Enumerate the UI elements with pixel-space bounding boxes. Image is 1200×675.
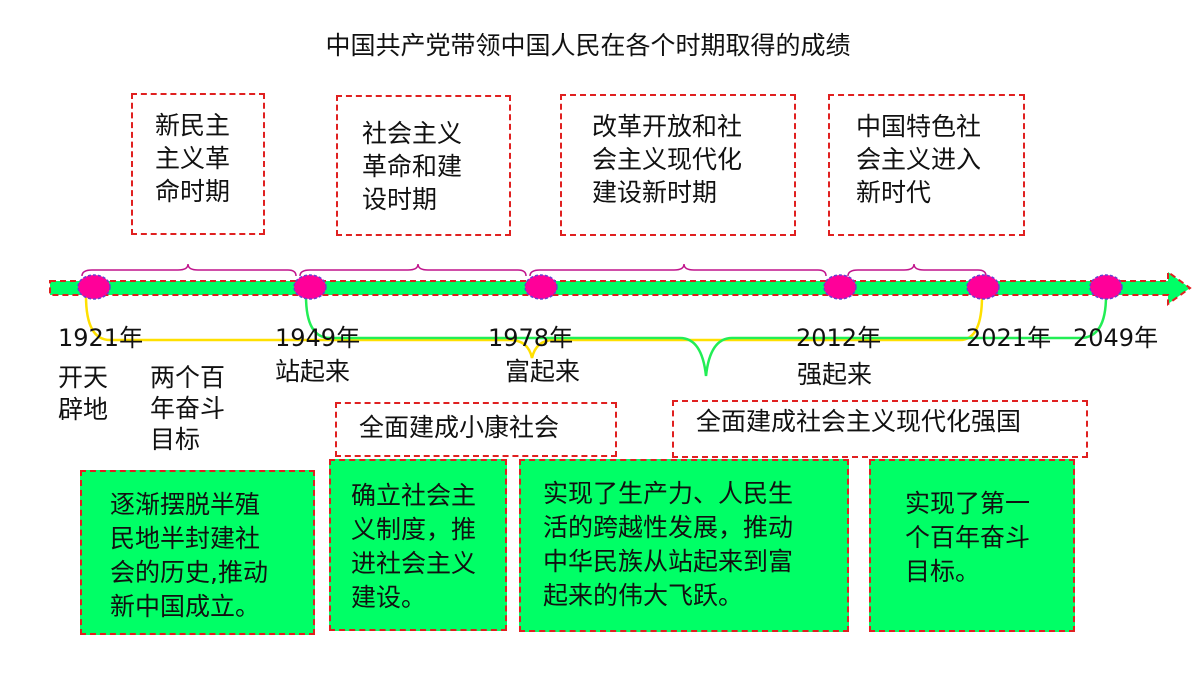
year-label-2012: 2012年 — [796, 324, 882, 352]
period-box-reform-opening: 改革开放和社 会主义现代化 建设新时期 — [560, 94, 796, 236]
period-line: 会主义现代化 — [592, 145, 743, 174]
achievement-line: 义制度，推 — [351, 515, 477, 544]
period-line: 会主义进入 — [856, 145, 982, 174]
year-label-1978: 1978年 — [488, 324, 574, 352]
achievement-line: 起来的伟大飞跃。 — [543, 581, 744, 610]
slogan-kaitian: 开天 辟地 — [58, 362, 108, 426]
achievement-box-1: 逐渐摆脱半殖 民地半封建社 会的历史,推动 新中国成立。 — [80, 470, 315, 635]
period-line: 建设新时期 — [592, 178, 718, 207]
node-2012 — [823, 274, 857, 300]
slogan-qiangqilai: 强起来 — [797, 360, 873, 389]
achievement-line: 民地半封建社 — [110, 524, 261, 553]
milestone-xiaokang: 全面建成小康社会 — [335, 402, 617, 457]
year-label-1921: 1921年 — [58, 324, 144, 352]
achievement-box-3: 实现了生产力、人民生 活的跨越性发展，推动 中华民族从站起来到富 起来的伟大飞跃… — [519, 459, 849, 632]
timeline-arrow — [49, 270, 1192, 306]
achievement-line: 建设。 — [351, 583, 427, 612]
goal-line: 年奋斗 — [150, 394, 226, 423]
node-1978 — [524, 274, 558, 300]
period-box-new-era: 中国特色社 会主义进入 新时代 — [828, 94, 1025, 236]
slogan-fuqilai: 富起来 — [505, 357, 581, 386]
year-label-2049: 2049年 — [1073, 324, 1159, 352]
achievement-line: 确立社会主 — [351, 481, 477, 510]
two-centenary-goals-label: 两个百 年奋斗 目标 — [150, 362, 225, 455]
period-line: 命时期 — [155, 177, 231, 206]
achievement-line: 会的历史,推动 — [110, 558, 268, 587]
year-label-2021: 2021年 — [966, 324, 1052, 352]
period-bracket — [529, 263, 827, 277]
node-1949 — [293, 274, 327, 300]
period-line: 社会主义 — [362, 119, 463, 148]
achievement-line: 实现了第一 — [905, 489, 1031, 518]
achievement-line: 实现了生产力、人民生 — [543, 479, 794, 508]
period-line: 新时代 — [856, 178, 932, 207]
period-bracket — [847, 263, 987, 277]
period-line: 主义革 — [155, 144, 231, 173]
year-label-1949: 1949年 — [275, 324, 361, 352]
slogan-line: 辟地 — [58, 395, 109, 424]
achievement-line: 新中国成立。 — [110, 592, 261, 621]
achievement-box-4: 实现了第一 个百年奋斗 目标。 — [869, 459, 1075, 632]
page-title: 中国共产党带领中国人民在各个时期取得的成绩 — [325, 31, 851, 60]
period-line: 改革开放和社 — [592, 112, 743, 141]
achievement-line: 活的跨越性发展，推动 — [543, 513, 794, 542]
milestone-qiangguo: 全面建成社会主义现代化强国 — [672, 400, 1088, 458]
goal-line: 目标 — [150, 425, 201, 454]
achievement-line: 中华民族从站起来到富 — [543, 547, 794, 576]
achievement-line: 目标。 — [905, 557, 981, 586]
period-bracket — [299, 263, 527, 277]
node-2049 — [1089, 274, 1123, 300]
node-2021 — [966, 274, 1000, 300]
goal-line: 两个百 — [150, 363, 226, 392]
node-1921 — [77, 274, 111, 300]
slogan-line: 开天 — [58, 363, 109, 392]
slogan-zhanqilai: 站起来 — [275, 357, 351, 386]
qiangguo-brace — [304, 295, 1108, 377]
period-box-new-democracy: 新民主 主义革 命时期 — [131, 93, 265, 235]
achievement-box-2: 确立社会主 义制度，推 进社会主义 建设。 — [329, 459, 507, 631]
period-bracket — [81, 263, 297, 277]
achievement-line: 逐渐摆脱半殖 — [110, 490, 261, 519]
period-line: 设时期 — [362, 185, 438, 214]
achievement-line: 进社会主义 — [351, 549, 477, 578]
period-box-socialist-revolution: 社会主义 革命和建 设时期 — [336, 95, 511, 236]
achievement-line: 个百年奋斗 — [905, 523, 1031, 552]
period-line: 革命和建 — [362, 152, 463, 181]
period-line: 新民主 — [155, 111, 231, 140]
period-line: 中国特色社 — [856, 112, 982, 141]
